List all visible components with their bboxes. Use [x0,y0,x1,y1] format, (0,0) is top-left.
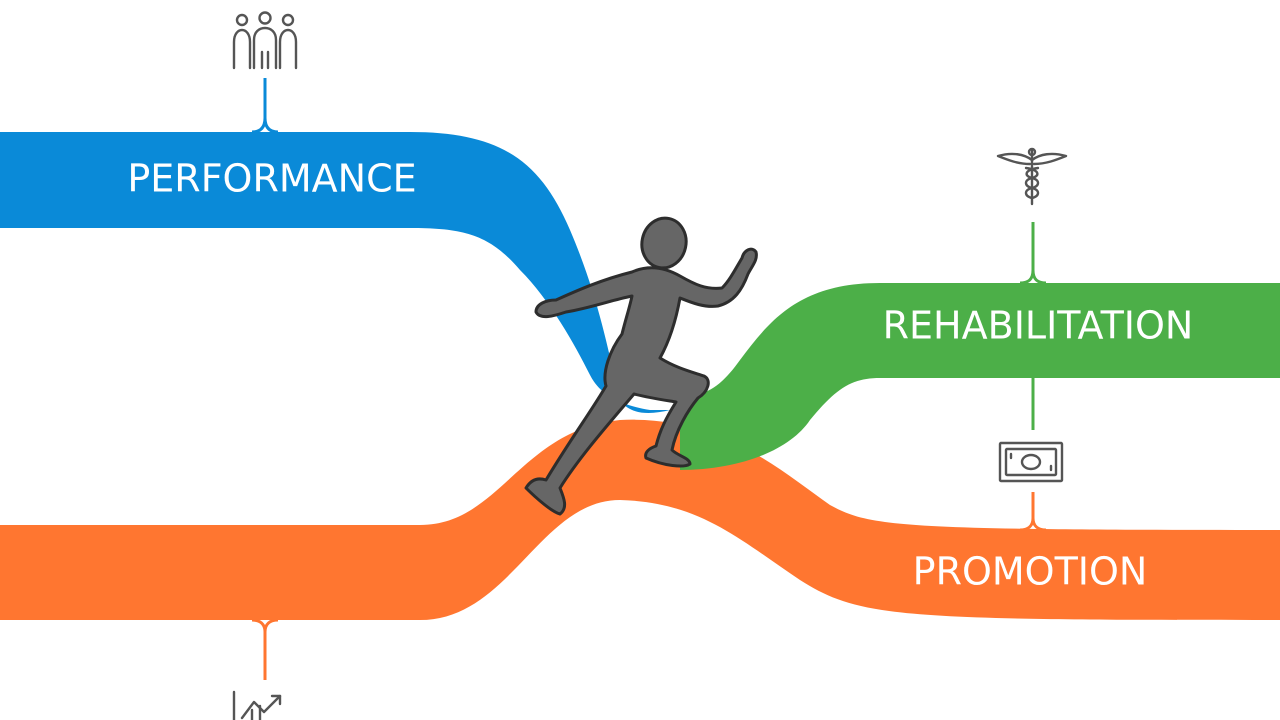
leader-promotion [1019,492,1047,532]
leader-performance [251,78,279,134]
rehabilitation-label: REHABILITATION [883,304,1194,348]
money-icon [998,441,1064,483]
team-icon [232,11,298,70]
growth-chart-icon [232,690,282,720]
leader-rehabilitation [1019,222,1047,285]
caduceus-icon [996,147,1068,206]
band-rehabilitation [680,283,1280,470]
performance-label: PERFORMANCE [127,157,416,201]
runner-icon [524,216,758,516]
leader-growth [251,618,279,680]
promotion-label: PROMOTION [913,550,1148,594]
band-performance [0,132,670,413]
band-promotion [0,419,1280,620]
